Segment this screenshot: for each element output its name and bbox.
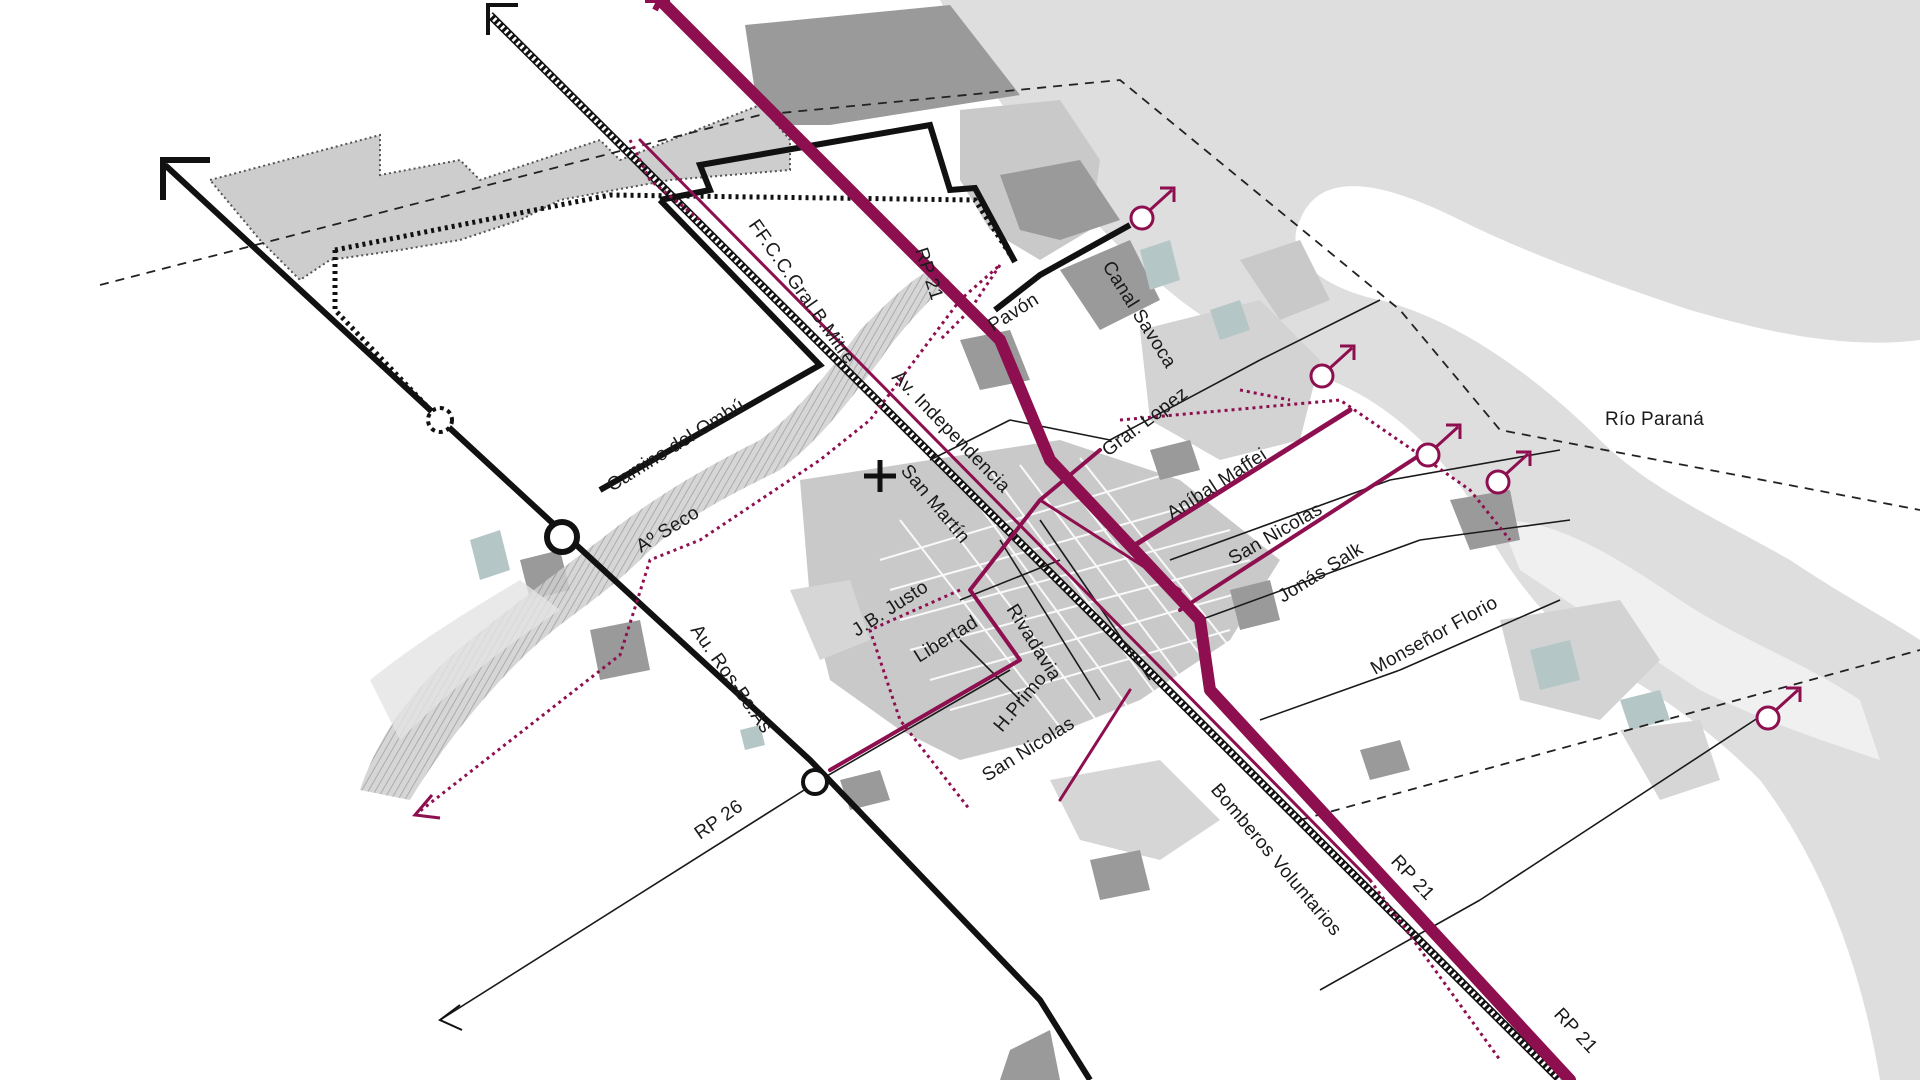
port-marker-sannicolas-icon — [1415, 423, 1462, 468]
planned-expansion-area — [208, 103, 791, 282]
arroyo-seco-stream — [360, 270, 950, 800]
arroyo-seco-basin — [370, 580, 560, 740]
port-marker-pavon-icon — [1129, 186, 1176, 231]
jurisdiction-boundaries — [99, 79, 1920, 821]
interchange-node-icon — [544, 519, 580, 555]
planned-junction-icon — [426, 406, 454, 434]
autopista-arrow-icon — [160, 157, 210, 200]
magenta-roads — [638, 0, 1576, 1080]
main-roads-black — [162, 121, 1132, 1080]
hospital-cross-icon — [864, 460, 896, 492]
label-jonas-salk: Jonás Salk — [1275, 538, 1368, 607]
port-marker-maffei-icon — [1309, 344, 1356, 389]
stream-arrow-icon — [412, 794, 441, 820]
rp21-north-arrow-icon — [645, 0, 670, 12]
rio-parana-area — [940, 0, 1920, 1080]
industrial-zones — [520, 5, 1520, 1080]
label-au-ros-bsas: Au. Ros-Bs.As — [686, 621, 776, 737]
label-monsenor-florio: Monseñor Florio — [1367, 592, 1501, 679]
railway-arrow-icon — [486, 3, 518, 35]
rp26-arrow-icon — [438, 1004, 463, 1031]
label-rp21-south: RP 21 — [1549, 1004, 1601, 1058]
railway-mitre — [487, 12, 1563, 1080]
port-marker-south-icon — [1755, 686, 1802, 731]
port-markers — [1129, 186, 1802, 731]
label-rp26: RP 26 — [691, 796, 747, 844]
label-bomberos: Bomberos Voluntarios — [1206, 780, 1345, 940]
teal-patches — [470, 240, 1670, 750]
rp26-interchange-icon — [801, 768, 829, 796]
access-roads — [439, 299, 1771, 1021]
planned-roads-dotted — [332, 192, 1018, 422]
port-marker-salk-icon — [1485, 450, 1532, 495]
label-rio-parana: Río Paraná — [1605, 409, 1704, 430]
